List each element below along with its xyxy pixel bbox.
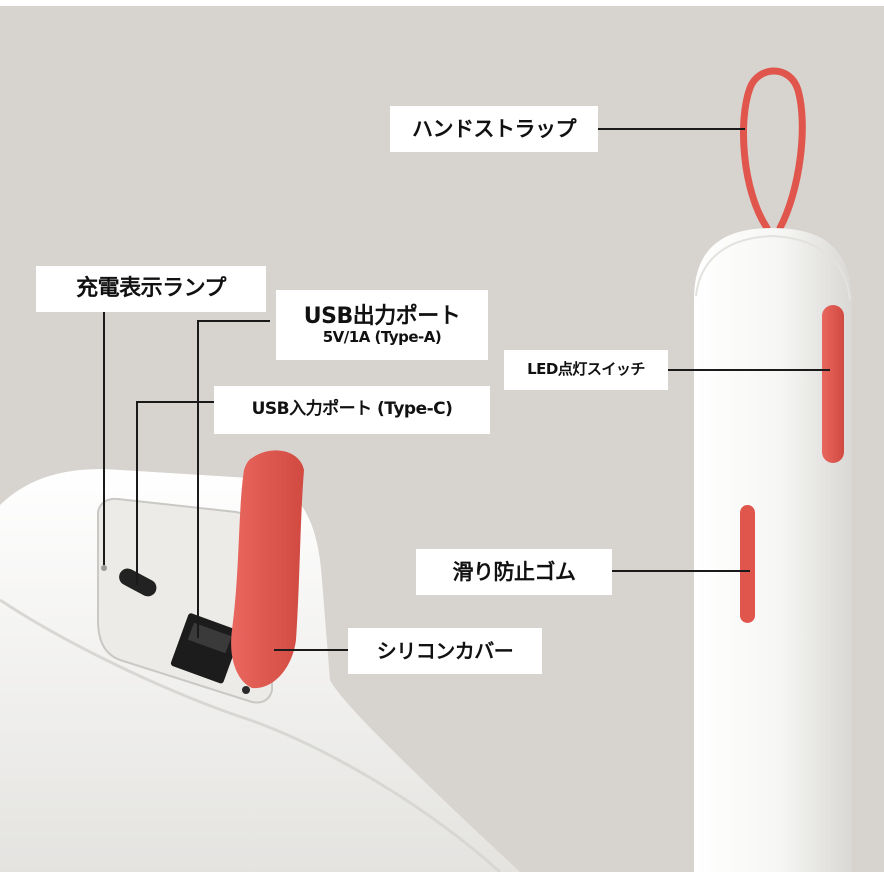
- cap-seam: [695, 234, 851, 301]
- label-led-switch: LED点灯スイッチ: [504, 350, 668, 390]
- grip-rubber-strip: [740, 505, 755, 623]
- label-usb-input: USB入力ポート (Type-C): [214, 386, 490, 434]
- device-body-standing: [694, 228, 852, 872]
- cover-hinge-dot: [242, 686, 250, 694]
- lying-device: [0, 450, 520, 872]
- label-charge-lamp-text: 充電表示ランプ: [76, 276, 226, 302]
- label-usb-input-text: USB入力ポート (Type-C): [251, 399, 453, 420]
- label-usb-output: USB出力ポート 5V/1A (Type-A): [276, 290, 488, 360]
- charge-indicator-dot: [101, 565, 107, 571]
- silicone-cover-flap: [231, 450, 304, 689]
- label-led-switch-text: LED点灯スイッチ: [527, 360, 645, 379]
- led-switch-button: [822, 305, 844, 463]
- hand-strap: [740, 67, 806, 232]
- label-usb-output-title: USB出力ポート: [303, 303, 461, 329]
- label-grip-rubber: 滑り防止ゴム: [416, 549, 612, 595]
- label-hand-strap: ハンドストラップ: [390, 106, 598, 152]
- leader-lines: [103, 128, 830, 651]
- device-edge: [0, 598, 502, 872]
- label-silicone-cover: シリコンカバー: [348, 628, 542, 674]
- label-usb-output-spec: 5V/1A (Type-A): [322, 328, 442, 347]
- label-silicone-cover-text: シリコンカバー: [376, 638, 514, 663]
- leader-usb-input: [136, 401, 214, 585]
- standing-device: [694, 67, 852, 872]
- leader-usb-output: [197, 320, 270, 638]
- label-charge-lamp: 充電表示ランプ: [36, 266, 266, 312]
- label-hand-strap-text: ハンドストラップ: [412, 116, 577, 141]
- top-border: [0, 0, 884, 6]
- label-grip-rubber-text: 滑り防止ゴム: [452, 559, 577, 584]
